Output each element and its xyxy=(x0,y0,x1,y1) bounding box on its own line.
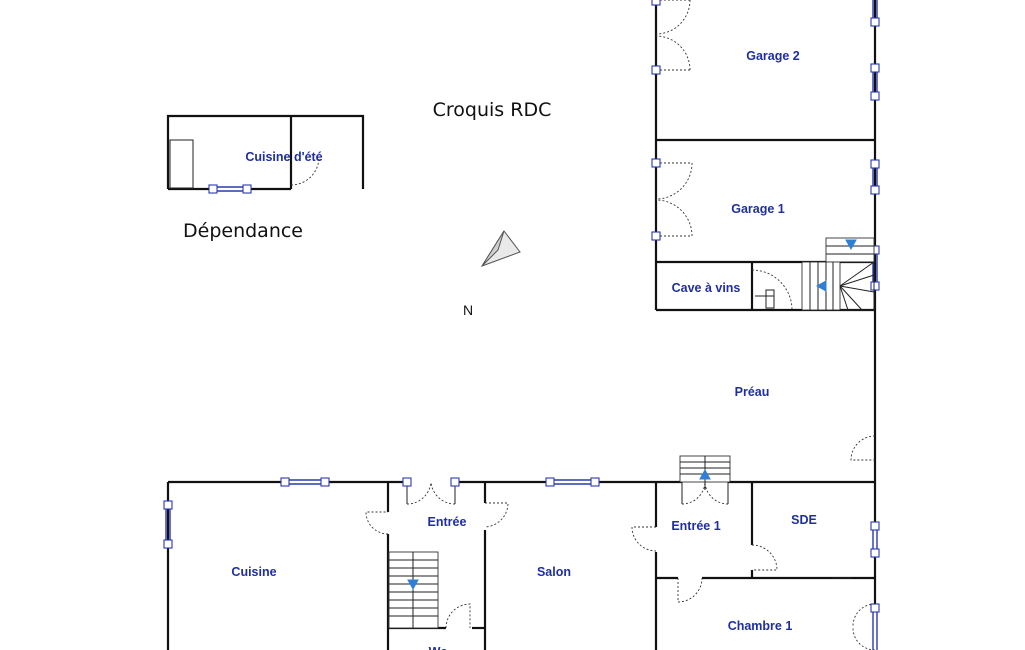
room-label-preau: Préau xyxy=(735,385,770,399)
room-label-chambre-1: Chambre 1 xyxy=(728,619,793,633)
room-label-entree: Entrée xyxy=(428,515,467,529)
window xyxy=(163,500,173,549)
room-label-sde: SDE xyxy=(791,513,817,527)
main-staircase xyxy=(388,551,439,629)
window xyxy=(280,477,330,487)
room-label-cuisine: Cuisine xyxy=(231,565,276,579)
room-label-garage-2: Garage 2 xyxy=(746,49,800,63)
window xyxy=(870,521,880,558)
entry-steps xyxy=(679,455,731,505)
north-label: N xyxy=(463,302,473,318)
plan-title: Croquis RDC xyxy=(433,99,552,121)
compass-icon xyxy=(480,230,521,267)
window xyxy=(208,184,252,194)
step-arrow-icon xyxy=(699,468,711,480)
room-label-wc: Wc xyxy=(429,645,448,650)
room-label-cuisine-ete: Cuisine d'été xyxy=(245,150,322,164)
window xyxy=(870,603,880,650)
window xyxy=(545,477,600,487)
front-door xyxy=(402,477,460,505)
stair-arrow-icon xyxy=(815,280,827,292)
staircase xyxy=(801,237,875,311)
room-label-garage-1: Garage 1 xyxy=(731,202,785,216)
room-label-salon: Salon xyxy=(537,565,571,579)
outbuilding-label: Dépendance xyxy=(183,220,303,242)
room-label-cave-a-vins: Cave à vins xyxy=(672,281,741,295)
stair-arrow-icon xyxy=(845,239,857,251)
stair-arrow-icon xyxy=(407,579,419,591)
room-label-entree-1: Entrée 1 xyxy=(671,519,720,533)
outbuilding xyxy=(166,114,365,194)
